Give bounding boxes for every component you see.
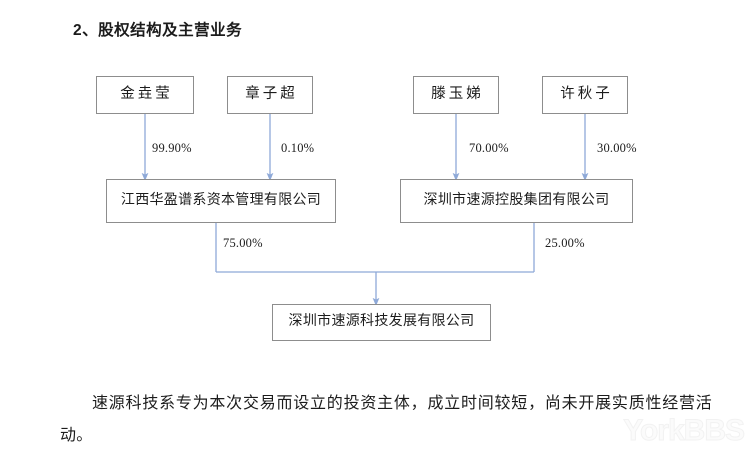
shareholder-name: 许秋子: [560, 86, 613, 103]
body-paragraph: 速源科技系专为本次交易而设立的投资主体，成立时间较短，尚未开展实质性经营活动。: [60, 395, 712, 444]
shareholder-name: 章子超: [245, 86, 298, 103]
holding-company-box-2[interactable]: 深圳市速源控股集团有限公司: [400, 179, 633, 223]
shareholder-box-4[interactable]: 许秋子: [542, 76, 628, 114]
edge-percent-c2-c3: 25.00%: [545, 236, 585, 250]
holding-company-name: 江西华盈谱系资本管理有限公司: [120, 192, 322, 208]
edge-percent-p1-c1: 99.90%: [152, 141, 192, 155]
edge-percent-p4-c2: 30.00%: [597, 141, 637, 155]
shareholder-name: 滕玉娣: [431, 86, 484, 103]
equity-structure-diagram: 金垚莹 章子超 滕玉娣 许秋子 江西华盈谱系资本管理有限公司 深圳市速源控股集团…: [96, 76, 637, 341]
shareholder-box-3[interactable]: 滕玉娣: [413, 76, 499, 114]
shareholder-box-2[interactable]: 章子超: [227, 76, 313, 114]
shareholder-name: 金垚莹: [120, 86, 173, 103]
edge-percent-p3-c2: 70.00%: [469, 141, 509, 155]
holding-company-name: 深圳市速源控股集团有限公司: [423, 192, 610, 208]
shareholder-box-1[interactable]: 金垚莹: [96, 76, 194, 114]
edge-percent-p2-c1: 0.10%: [281, 141, 315, 155]
target-company-box[interactable]: 深圳市速源科技发展有限公司: [272, 304, 491, 341]
edge-percent-c1-c3: 75.00%: [223, 236, 263, 250]
target-company-name: 深圳市速源科技发展有限公司: [288, 314, 475, 330]
holding-company-box-1[interactable]: 江西华盈谱系资本管理有限公司: [106, 179, 336, 223]
section-heading: 2、股权结构及主营业务: [73, 22, 243, 39]
